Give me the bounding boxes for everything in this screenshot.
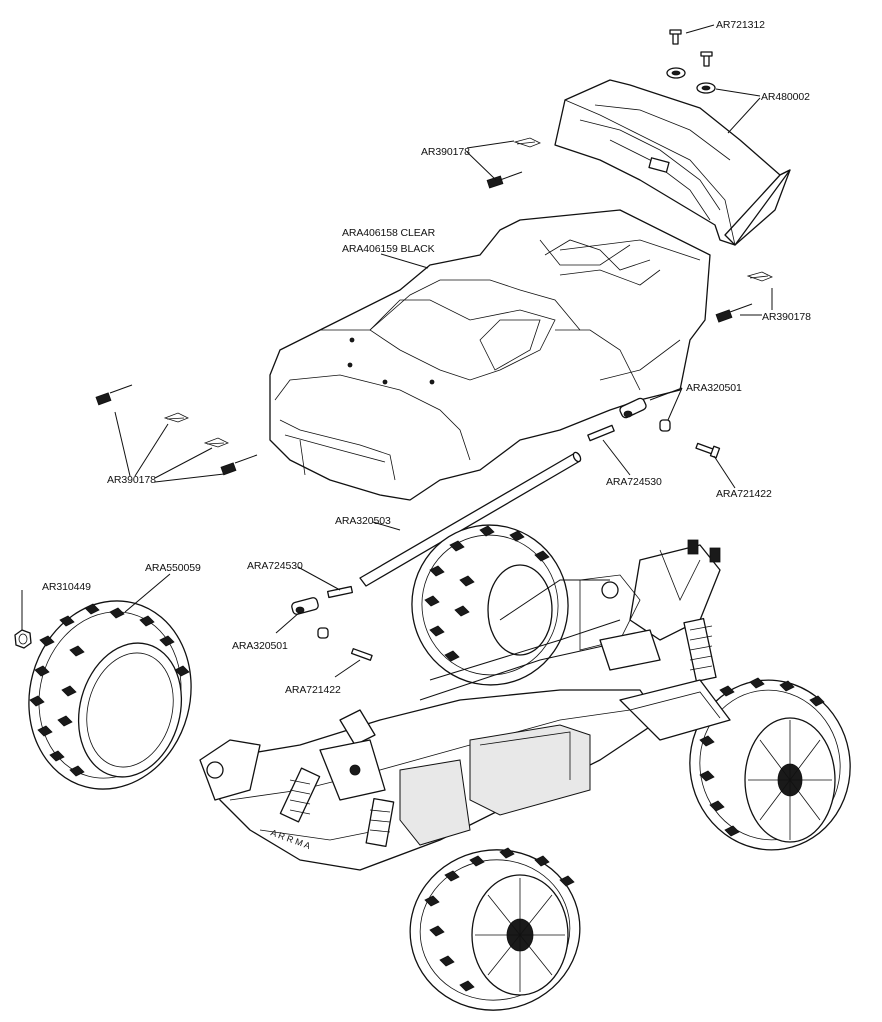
pin-right [587, 424, 615, 442]
label-tube: ARA320503 [335, 515, 391, 527]
label-wheel: ARA550059 [145, 562, 201, 574]
label-body-clip-top: AR390178 [421, 146, 470, 158]
label-body-clip-right: AR390178 [762, 311, 811, 323]
wheel-nut [14, 629, 32, 649]
label-pin-right: ARA724530 [606, 476, 662, 488]
label-screw-left: ARA721422 [285, 684, 341, 696]
pin-left [326, 585, 354, 599]
truck-body [269, 209, 711, 501]
screw-right [695, 442, 721, 459]
label-body-clear: ARA406158 CLEAR [342, 227, 436, 239]
body-clips-left [95, 384, 258, 476]
chassis-assembly: A R R M A [199, 524, 851, 1011]
leader-lines [21, 24, 773, 678]
screw-left [350, 648, 373, 661]
wing-screws [669, 29, 713, 67]
label-wing-screw: AR721312 [716, 19, 765, 31]
rear-wing [554, 79, 791, 246]
tube [359, 451, 582, 587]
label-wheel-nut: AR310449 [42, 581, 91, 593]
label-body-clip-left: AR390178 [107, 474, 156, 486]
label-screw-right: ARA721422 [716, 488, 772, 500]
label-rod-end-left: ARA320501 [232, 640, 288, 652]
rod-end-left [291, 597, 329, 639]
wing-washers [666, 67, 716, 94]
label-wing-washer: AR480002 [761, 91, 810, 103]
rod-end-right [619, 397, 671, 432]
label-rod-end-right: ARA320501 [686, 382, 742, 394]
body-clips-right [715, 271, 773, 323]
part-labels: AR721312 AR480002 AR390178 ARA406158 CLE… [42, 19, 811, 696]
body-clips-top [486, 137, 541, 189]
label-body-black: ARA406159 BLACK [342, 243, 435, 255]
label-pin-left: ARA724530 [247, 560, 303, 572]
loose-wheel [28, 600, 192, 790]
